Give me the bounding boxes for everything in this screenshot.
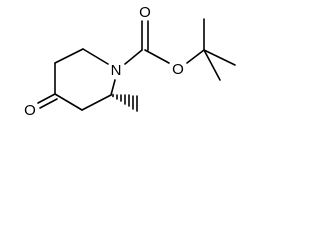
ring-nitrogen-label: N — [111, 62, 122, 79]
ester-oxygen-label: O — [172, 61, 184, 78]
ketone-oxygen-label: O — [24, 102, 36, 119]
bond-ketone-double — [39, 98, 58, 109]
bond-carbonyl-ester-o — [144, 49, 170, 64]
bond-tbu-methyl-left-down — [203, 49, 221, 81]
methyl-hashed-wedge — [112, 93, 138, 112]
bond-ketone-single — [37, 93, 56, 104]
carbonyl-oxygen-label: O — [139, 4, 151, 21]
bond-ring-c4-c5 — [54, 93, 83, 111]
bond-ring-c5-c6 — [81, 94, 112, 111]
bond-ester-o-tbu — [186, 49, 205, 64]
bond-n-carbonyl-carbon — [124, 49, 143, 65]
bond-ring-c2-c3 — [54, 48, 84, 64]
structure-drawing: N O O O — [24, 4, 236, 119]
bond-tbu-methyl-right — [203, 49, 236, 66]
bond-ring-n-c2 — [82, 48, 109, 65]
bond-ring-c6-n — [110, 79, 116, 96]
